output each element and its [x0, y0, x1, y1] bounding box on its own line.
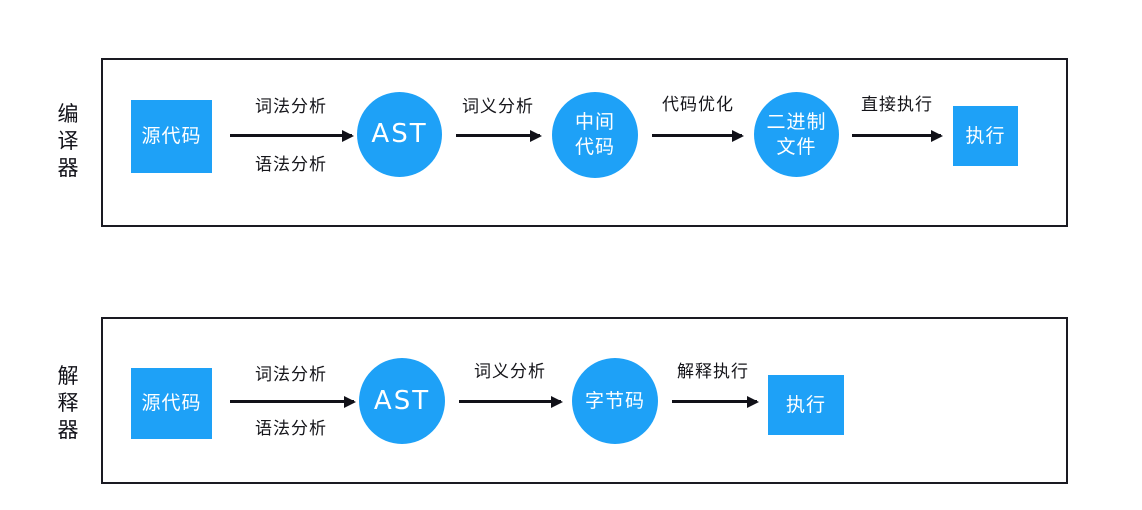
arrow-source-to-ast-interpreter — [230, 400, 354, 403]
arrow-ast-to-intermediate — [456, 134, 540, 137]
node-ast-interpreter[interactable]: AST — [359, 358, 445, 444]
node-ast-compiler[interactable]: AST — [357, 92, 442, 177]
arrow-source-to-ast-compiler — [230, 134, 352, 137]
arrow-binary-to-execute — [852, 134, 941, 137]
edge-label-semantic-interpreter: 词义分析 — [474, 362, 546, 382]
row-caption-compiler: 编译器 — [57, 102, 79, 180]
edge-label-direct-execution: 直接执行 — [861, 95, 933, 115]
row-caption-interpreter: 解释器 — [57, 364, 79, 442]
edge-label-lexical-above-interpreter: 词法分析 — [255, 365, 327, 385]
node-execute-interpreter[interactable]: 执行 — [768, 375, 844, 435]
edge-label-code-optimization: 代码优化 — [662, 95, 734, 115]
arrow-bytecode-to-execute — [672, 400, 757, 403]
node-source-code-interpreter[interactable]: 源代码 — [131, 368, 212, 439]
node-source-code-compiler[interactable]: 源代码 — [131, 100, 212, 173]
edge-label-syntax-below-compiler: 语法分析 — [255, 155, 327, 175]
node-binary-file[interactable]: 二进制 文件 — [754, 92, 839, 177]
node-bytecode[interactable]: 字节码 — [572, 358, 658, 444]
arrow-ast-to-bytecode — [459, 400, 561, 403]
edge-label-syntax-below-interpreter: 语法分析 — [255, 419, 327, 439]
node-intermediate-code[interactable]: 中间 代码 — [552, 92, 638, 178]
edge-label-interpret-execution: 解释执行 — [677, 362, 749, 382]
edge-label-semantic-compiler: 词义分析 — [462, 97, 534, 117]
node-execute-compiler[interactable]: 执行 — [953, 106, 1018, 166]
edge-label-lexical-above-compiler: 词法分析 — [255, 97, 327, 117]
arrow-intermediate-to-binary — [652, 134, 742, 137]
